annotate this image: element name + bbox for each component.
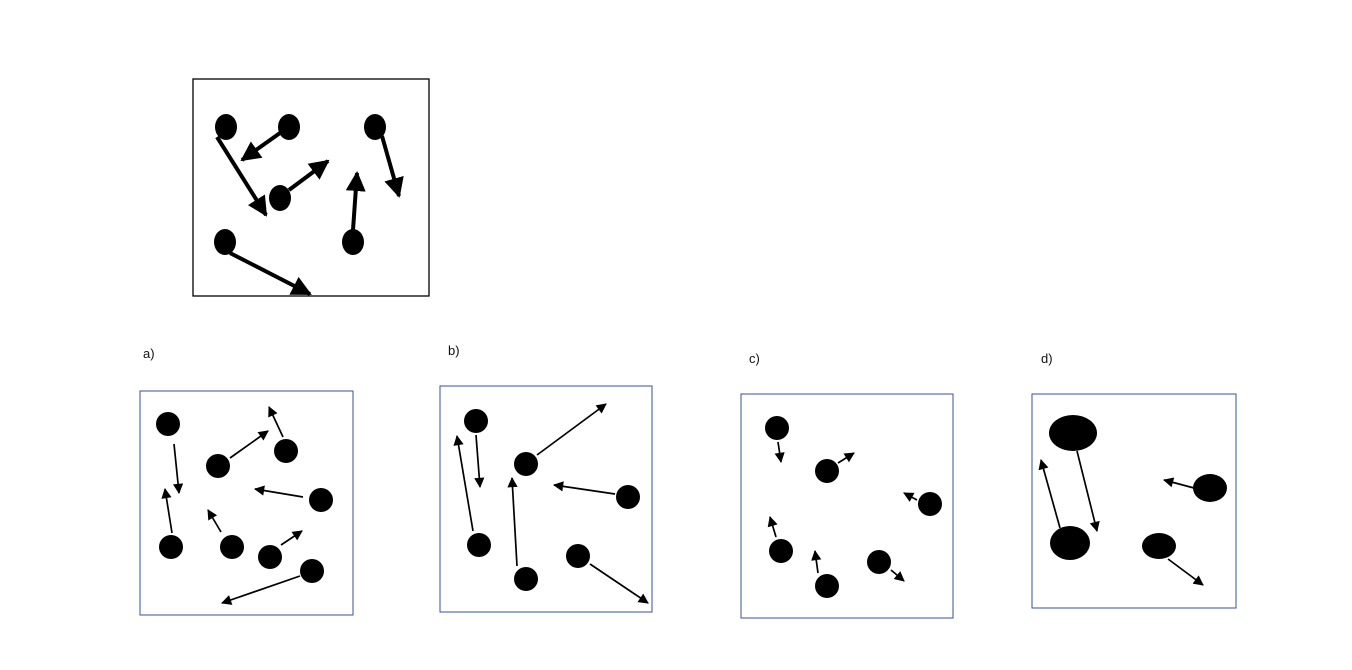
- particle: [464, 409, 488, 433]
- velocity-arrow: [903, 492, 918, 502]
- option-b-box: [439, 385, 653, 613]
- velocity-arrow: [1163, 477, 1195, 489]
- option-d-velocity-arrows: [1038, 450, 1204, 586]
- velocity-arrow: [837, 452, 855, 464]
- velocity-arrow: [811, 549, 822, 574]
- velocity-arrow: [229, 430, 269, 459]
- reference-velocity-arrows: [215, 131, 404, 296]
- velocity-arrow: [229, 251, 312, 296]
- option-c-particles: [765, 416, 942, 598]
- option-b-label: b): [448, 343, 460, 358]
- velocity-arrow: [221, 575, 301, 605]
- particle: [300, 559, 324, 583]
- velocity-arrow: [890, 569, 905, 582]
- particle: [364, 114, 386, 140]
- option-a-box: [139, 390, 354, 616]
- particle: [1142, 533, 1176, 559]
- velocity-arrow: [345, 171, 366, 231]
- velocity-arrow: [767, 516, 778, 538]
- velocity-arrow: [536, 403, 607, 456]
- option-d-label: d): [1041, 351, 1053, 366]
- option-c-label: c): [749, 351, 760, 366]
- particle: [278, 114, 300, 140]
- particle: [206, 454, 230, 478]
- option-c-box: [740, 393, 954, 619]
- particle: [815, 574, 839, 598]
- velocity-arrow: [161, 487, 173, 534]
- velocity-arrow: [268, 406, 284, 438]
- particle: [1050, 526, 1090, 560]
- reference-frame: [192, 78, 430, 297]
- particle: [274, 439, 298, 463]
- particle: [220, 535, 244, 559]
- velocity-arrow: [1038, 459, 1061, 529]
- particle: [815, 459, 839, 483]
- particle: [342, 229, 364, 255]
- particle: [258, 545, 282, 569]
- particle: [566, 544, 590, 568]
- option-b-velocity-arrows: [453, 403, 649, 604]
- particle: [1049, 415, 1097, 451]
- particle: [1193, 474, 1227, 502]
- particle: [215, 114, 237, 140]
- velocity-arrow: [474, 434, 485, 489]
- velocity-arrow: [1167, 558, 1204, 586]
- velocity-arrow: [1076, 450, 1100, 532]
- option-d-box: [1031, 393, 1237, 609]
- particle: [867, 550, 891, 574]
- velocity-arrow: [507, 476, 518, 567]
- velocity-arrow: [380, 135, 404, 198]
- velocity-arrow: [552, 481, 616, 495]
- velocity-arrow: [215, 135, 268, 217]
- particle: [156, 412, 180, 436]
- reference-box: [192, 78, 430, 297]
- velocity-arrow: [589, 563, 649, 604]
- velocity-arrow: [253, 485, 304, 498]
- particle: [514, 567, 538, 591]
- option-b-particles: [464, 409, 640, 591]
- option-d-particles: [1049, 415, 1227, 560]
- particle: [467, 533, 491, 557]
- velocity-arrow: [280, 530, 303, 546]
- particle: [214, 229, 236, 255]
- velocity-arrow: [774, 441, 785, 464]
- option-c-velocity-arrows: [767, 441, 918, 582]
- velocity-arrow: [172, 443, 184, 495]
- velocity-arrow: [453, 434, 474, 532]
- option-a-particles: [156, 412, 333, 583]
- particle: [514, 452, 538, 476]
- option-a-label: a): [143, 346, 155, 361]
- velocity-arrow: [287, 159, 330, 192]
- particle: [918, 492, 942, 516]
- velocity-arrow: [207, 509, 222, 533]
- reference-particles: [214, 114, 386, 255]
- particle: [769, 539, 793, 563]
- velocity-arrow: [240, 131, 282, 162]
- particle: [159, 535, 183, 559]
- option-a-velocity-arrows: [161, 406, 304, 605]
- particle: [616, 485, 640, 509]
- particle: [309, 488, 333, 512]
- particle: [269, 185, 291, 211]
- particle: [765, 416, 789, 440]
